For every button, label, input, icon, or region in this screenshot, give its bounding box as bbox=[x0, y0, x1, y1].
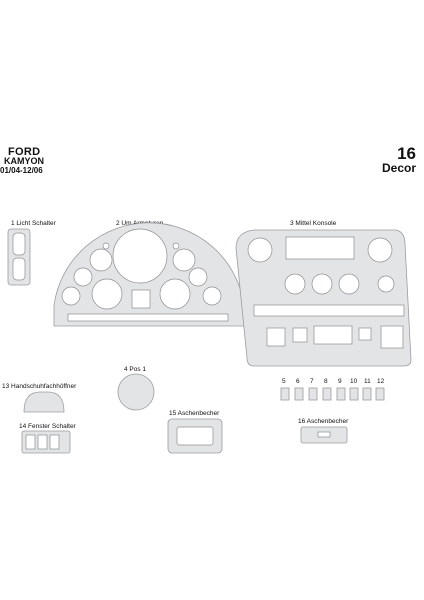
piece-count: 16 bbox=[397, 144, 416, 163]
piece-count-badge: 16 Decor bbox=[381, 144, 416, 175]
label-tab-9: 9 bbox=[338, 378, 342, 385]
label-tab-5: 5 bbox=[282, 378, 286, 385]
label-tab-10: 10 bbox=[350, 378, 358, 385]
label-part-4: 4 Pos 1 bbox=[124, 366, 147, 373]
vehicle-title: FORD KAMYON 01/04-12/06 bbox=[0, 146, 44, 176]
piece-word: Decor bbox=[381, 161, 416, 175]
part-16-ashtray-cover bbox=[300, 426, 348, 444]
part-13-glovebox-handle bbox=[23, 391, 65, 413]
part-3-center-console bbox=[235, 229, 412, 367]
label-part-1: 1 Licht Schalter bbox=[11, 220, 56, 227]
part-4-round-cover bbox=[117, 373, 155, 411]
label-tab-11: 11 bbox=[364, 378, 371, 385]
label-part-3: 3 Mittel Konsole bbox=[290, 220, 337, 227]
label-part-14: 14 Fenster Schalter bbox=[19, 423, 76, 430]
part-15-ashtray-frame bbox=[167, 418, 223, 454]
label-part-15: 15 Aschenbecher bbox=[169, 410, 220, 417]
parts-5-12-small-tabs bbox=[280, 387, 385, 401]
label-tab-12: 12 bbox=[377, 378, 385, 385]
model-name: KAMYON bbox=[4, 156, 44, 166]
model-years: 01/04-12/06 bbox=[0, 166, 43, 175]
part-14-window-switch-panel bbox=[21, 430, 71, 454]
part-1-light-switch-panel bbox=[7, 228, 31, 286]
label-tab-6: 6 bbox=[296, 378, 300, 385]
part-2-instrument-cluster-surround bbox=[53, 222, 245, 327]
label-tab-7: 7 bbox=[310, 378, 314, 385]
label-tab-8: 8 bbox=[324, 378, 328, 385]
label-part-13: 13 Handschuhfachhöffner bbox=[2, 383, 77, 390]
label-part-16: 16 Aschenbecher bbox=[298, 418, 349, 425]
brand-name: FORD bbox=[8, 146, 41, 158]
